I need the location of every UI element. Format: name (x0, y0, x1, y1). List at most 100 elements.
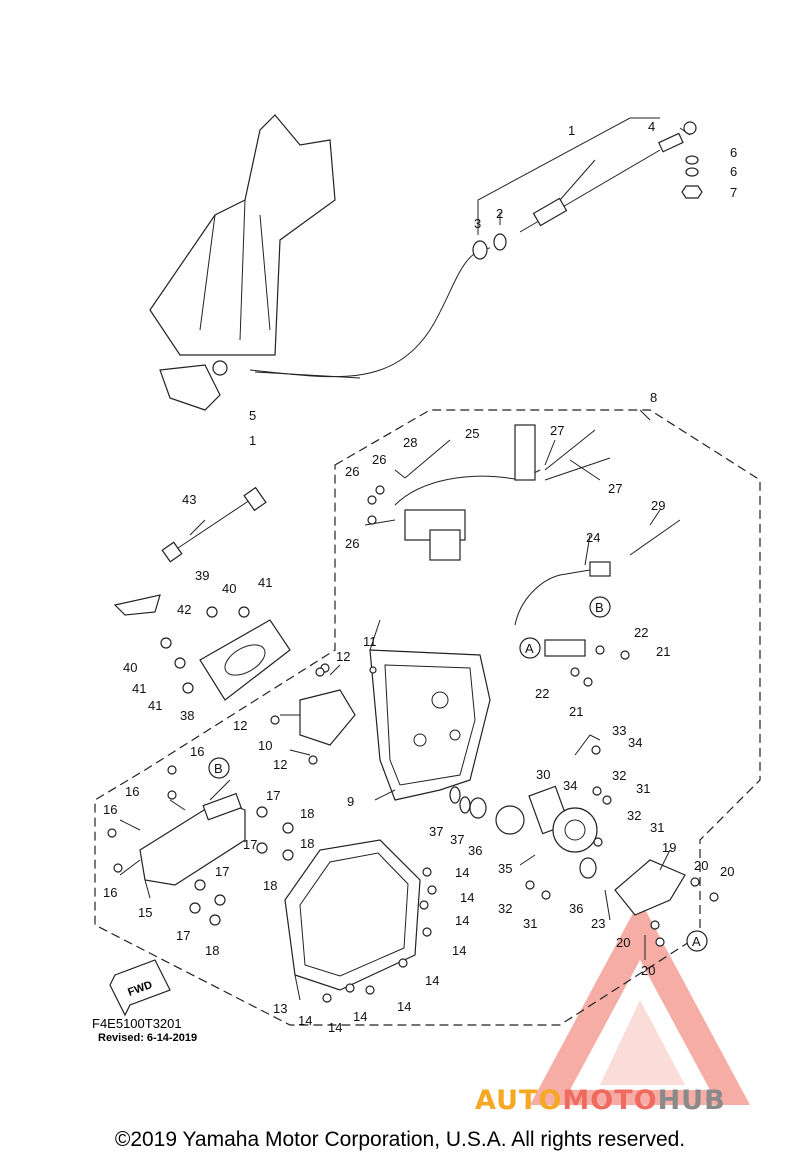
callout-32c: 32 (498, 901, 512, 916)
callout-34b: 34 (563, 778, 577, 793)
callout-17b: 17 (243, 837, 257, 852)
nut-7 (681, 185, 703, 199)
callout-16d: 16 (103, 885, 117, 900)
steering-cable (249, 121, 697, 379)
callout-16c: 16 (103, 802, 117, 817)
callout-18a: 18 (300, 806, 314, 821)
svg-text:A: A (525, 641, 534, 656)
bushing-36b (579, 857, 597, 879)
jet-nozzle-part (149, 114, 336, 411)
fasteners (107, 485, 719, 1003)
callout-41c: 41 (148, 698, 162, 713)
watermark-logo (530, 900, 750, 1105)
callout-40b: 40 (123, 660, 137, 675)
callout-21a: 21 (656, 644, 670, 659)
washer-37a (449, 786, 461, 804)
callout-26c: 26 (345, 536, 359, 551)
motor-assembly (449, 734, 686, 916)
callout-4: 4 (648, 119, 655, 134)
ref-marker-b-2: B (208, 757, 230, 779)
callout-11: 11 (363, 634, 377, 649)
rod-43 (174, 499, 251, 551)
callout-29: 29 (651, 498, 665, 513)
callout-1b: 1 (249, 433, 256, 448)
callout-32b: 32 (627, 808, 641, 823)
washer-6b (685, 167, 699, 177)
callout-14i: 14 (328, 1020, 342, 1035)
callout-13: 13 (273, 1001, 287, 1016)
callout-42: 42 (177, 602, 191, 617)
fwd-arrow: FWD (109, 959, 171, 1017)
callout-14g: 14 (353, 1009, 367, 1024)
callout-24: 24 (586, 530, 600, 545)
callout-18d: 18 (205, 943, 219, 958)
callout-36b: 36 (569, 901, 583, 916)
bracket-19 (614, 859, 686, 916)
callout-15: 15 (138, 905, 152, 920)
callout-39: 39 (195, 568, 209, 583)
callout-41a: 41 (258, 575, 272, 590)
callout-27a: 27 (550, 423, 564, 438)
callout-20c: 20 (616, 935, 630, 950)
callout-16a: 16 (190, 744, 204, 759)
callout-5: 5 (249, 408, 256, 423)
callout-43: 43 (182, 492, 196, 507)
gasket-38 (199, 619, 291, 701)
callout-34a: 34 (628, 735, 642, 750)
main-housing-9 (369, 649, 491, 801)
svg-text:B: B (595, 600, 604, 615)
svg-text:A: A (692, 934, 701, 949)
watermark-brand: AUTOMOTOHUB (475, 1085, 726, 1116)
cover-13 (284, 839, 421, 991)
plate-10 (299, 689, 356, 746)
callout-35: 35 (498, 861, 512, 876)
callout-18c: 18 (263, 878, 277, 893)
callout-31a: 31 (636, 781, 650, 796)
callout-26b: 26 (372, 452, 386, 467)
ref-marker-b-1: B (589, 596, 611, 618)
callout-14b: 14 (460, 890, 474, 905)
watermark-auto: AUTO (475, 1085, 563, 1116)
callout-3: 3 (474, 216, 481, 231)
watermark-moto: MOTO (562, 1085, 658, 1116)
callout-12c: 12 (273, 757, 287, 772)
callout-16b: 16 (125, 784, 139, 799)
copyright-notice: ©2019 Yamaha Motor Corporation, U.S.A. A… (114, 1128, 686, 1151)
callout-10: 10 (258, 738, 272, 753)
callout-38: 38 (180, 708, 194, 723)
callout-20b: 20 (720, 864, 734, 879)
callout-28: 28 (403, 435, 417, 450)
callout-17a: 17 (266, 788, 280, 803)
washer-37b (459, 796, 471, 814)
callout-25: 25 (465, 426, 479, 441)
callout-36a: 36 (468, 843, 482, 858)
revision-date: Revised: 6-14-2019 (98, 1032, 198, 1044)
callout-40a: 40 (222, 581, 236, 596)
callout-30: 30 (536, 767, 550, 782)
wire-harness (394, 424, 681, 561)
sensor-harness-24 (514, 561, 611, 657)
callout-17d: 17 (176, 928, 190, 943)
assembly-boundary (94, 409, 761, 1026)
callout-6b: 6 (730, 164, 737, 179)
callout-6a: 6 (730, 145, 737, 160)
washer-6a (685, 155, 699, 165)
callout-22b: 22 (535, 686, 549, 701)
callout-21b: 21 (569, 704, 583, 719)
callout-23: 23 (591, 916, 605, 931)
callout-32a: 32 (612, 768, 626, 783)
ref-marker-a-1: A (519, 637, 541, 659)
watermark-hub: HUB (657, 1085, 726, 1116)
callout-2: 2 (496, 206, 503, 221)
washer-2 (493, 233, 507, 251)
callout-12a: 12 (336, 649, 350, 664)
callout-19: 19 (662, 840, 676, 855)
svg-text:B: B (214, 761, 223, 776)
callout-7: 7 (730, 185, 737, 200)
callout-20a: 20 (694, 858, 708, 873)
washer-3 (472, 240, 488, 260)
drawing-code: F4E5100T3201 (92, 1016, 182, 1031)
callout-20d: 20 (641, 963, 655, 978)
callout-31b: 31 (650, 820, 664, 835)
